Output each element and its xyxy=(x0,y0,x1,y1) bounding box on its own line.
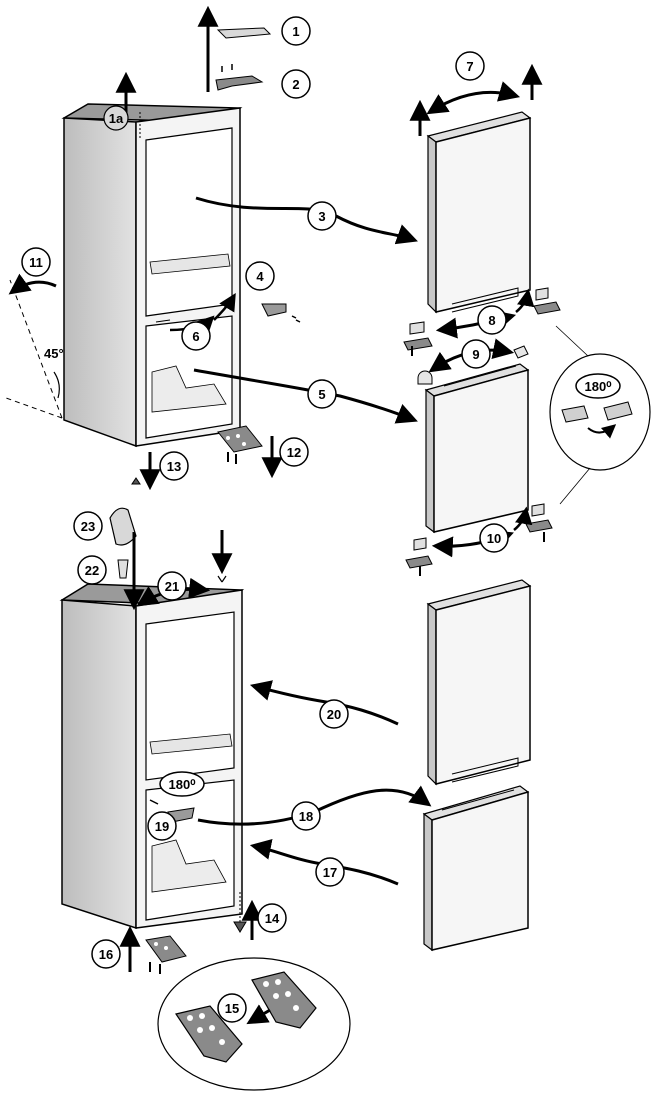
callout-22: 22 xyxy=(77,555,107,585)
hinge-cover-part xyxy=(215,64,264,91)
callout-7-label: 7 xyxy=(466,59,473,74)
callout-22-label: 22 xyxy=(85,563,99,578)
top-cover-part xyxy=(216,27,272,39)
callout-19: 19 xyxy=(147,811,177,841)
callout-5-label: 5 xyxy=(318,387,325,402)
callout-1-label: 1 xyxy=(292,24,299,39)
callout-17-label: 17 xyxy=(323,865,337,880)
callout-11: 11 xyxy=(21,247,51,277)
fridge-door-lower xyxy=(426,579,532,786)
bottom-hinge-part xyxy=(217,425,263,464)
handle-cap-part xyxy=(417,345,529,385)
callout-15: 15 xyxy=(217,993,247,1023)
callout-18: 18 xyxy=(291,801,321,831)
door-pin-part xyxy=(533,287,561,315)
callout-6-label: 6 xyxy=(192,329,199,344)
callout-8-label: 8 xyxy=(488,313,495,328)
hinge-rotation-detail xyxy=(549,325,651,505)
callout-7: 7 xyxy=(455,51,485,81)
hinge-tool-part xyxy=(109,507,137,579)
callout-18-label: 18 xyxy=(299,809,313,824)
callout-4: 4 xyxy=(245,261,275,291)
callout-11-label: 11 xyxy=(29,255,43,270)
callout-8: 8 xyxy=(477,305,507,335)
callout-13: 13 xyxy=(159,451,189,481)
door-pin-part xyxy=(405,537,433,576)
callout-17: 17 xyxy=(315,857,345,887)
rotate-label-top: 180⁰ xyxy=(585,379,613,394)
callout-21: 21 xyxy=(157,571,187,601)
freezer-door-lower xyxy=(422,785,530,952)
callout-1a: 1a xyxy=(103,105,129,131)
rotate-label-bottom: 180⁰ xyxy=(169,777,197,792)
bottom-hinge-detail xyxy=(157,957,351,1091)
callout-13-label: 13 xyxy=(167,459,181,474)
callout-9-label: 9 xyxy=(472,347,479,362)
callout-20-label: 20 xyxy=(327,707,341,722)
callout-1a-label: 1a xyxy=(109,111,124,126)
door-pin-part xyxy=(403,321,433,356)
callout-15-label: 15 xyxy=(225,1001,239,1016)
fridge-bottom-view xyxy=(59,583,245,930)
callout-16-label: 16 xyxy=(99,947,113,962)
callout-2: 2 xyxy=(281,69,311,99)
callout-6: 6 xyxy=(181,321,211,351)
callout-12-label: 12 xyxy=(287,445,301,460)
callout-21-label: 21 xyxy=(165,579,179,594)
callout-23-label: 23 xyxy=(81,519,95,534)
callout-12: 12 xyxy=(279,437,309,467)
callout-20: 20 xyxy=(319,699,349,729)
callout-1: 1 xyxy=(281,16,311,46)
tilt-angle-guide xyxy=(5,273,63,419)
callout-23: 23 xyxy=(73,511,103,541)
callout-3: 3 xyxy=(307,201,337,231)
callout-14-label: 14 xyxy=(265,911,280,926)
callout-14: 14 xyxy=(257,903,287,933)
callout-9: 9 xyxy=(461,339,491,369)
callout-16: 16 xyxy=(91,939,121,969)
middle-hinge-part xyxy=(261,303,301,323)
callout-2-label: 2 xyxy=(292,77,299,92)
callout-5: 5 xyxy=(307,379,337,409)
fridge-top-view xyxy=(61,103,243,448)
tilt-angle-label: 45° xyxy=(44,346,64,361)
door-pin-part xyxy=(525,503,553,542)
callout-10: 10 xyxy=(479,523,509,553)
freezer-door-upper xyxy=(424,363,530,534)
fridge-door-upper xyxy=(426,111,532,314)
callout-4-label: 4 xyxy=(256,269,264,284)
callout-10-label: 10 xyxy=(487,531,501,546)
rotate-badge-bottom: 180⁰ xyxy=(159,771,205,797)
callout-19-label: 19 xyxy=(155,819,169,834)
bottom-hinge-part xyxy=(145,935,187,974)
callout-3-label: 3 xyxy=(318,209,325,224)
